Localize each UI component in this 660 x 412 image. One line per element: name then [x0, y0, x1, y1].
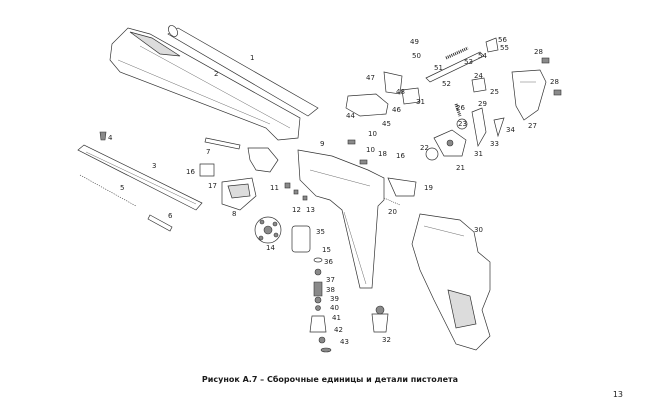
part-label: 23	[458, 120, 467, 128]
part-20-spring	[383, 197, 401, 206]
part-label: 9	[320, 140, 324, 148]
part-label: 33	[490, 140, 499, 148]
part-label: 29	[478, 100, 487, 108]
part-label: 47	[366, 74, 375, 82]
part-label: 44	[346, 112, 355, 120]
part-label: 10	[368, 130, 377, 138]
part-53-spring	[445, 46, 469, 60]
part-label: 4	[108, 134, 113, 142]
part-label: 6	[168, 212, 173, 220]
part-label: 25	[490, 88, 499, 96]
part-label: 16	[396, 152, 405, 160]
part-label: 20	[388, 208, 397, 216]
part-label: 46	[392, 106, 401, 114]
part-label: 10	[366, 146, 375, 154]
part-label: 2	[214, 70, 218, 78]
part-22	[425, 147, 439, 161]
part-grip	[411, 213, 491, 351]
part-7	[204, 137, 241, 150]
part-55-rod	[425, 51, 485, 83]
part-47	[383, 71, 403, 95]
part-label: 37	[326, 276, 335, 284]
part-label: 12	[292, 206, 301, 214]
part-label: 50	[412, 52, 421, 60]
part-label: 39	[330, 295, 339, 303]
part-label: 27	[528, 122, 537, 130]
part-label: 31	[416, 98, 425, 106]
part-label: 30	[474, 226, 483, 234]
part-screw-4	[99, 131, 107, 141]
part-label: 15	[322, 246, 331, 254]
part-label: 1	[250, 54, 254, 62]
part-label: 18	[378, 150, 387, 158]
part-label: 22	[420, 144, 429, 152]
part-label: 34	[506, 126, 515, 134]
part-stack-36-43	[309, 257, 332, 353]
part-recoil-spring	[79, 174, 137, 207]
part-24-25	[471, 77, 487, 93]
part-label: 7	[206, 148, 210, 156]
part-label: 54	[478, 52, 487, 60]
part-slide	[109, 27, 301, 141]
part-label: 36	[324, 258, 333, 266]
part-label: 51	[434, 64, 443, 72]
part-6	[147, 214, 173, 232]
figure-caption: Рисунок А.7 – Сборочные единицы и детали…	[201, 375, 459, 384]
part-19	[387, 177, 417, 197]
part-8	[221, 177, 257, 211]
part-label: 14	[266, 244, 275, 252]
part-label: 45	[382, 120, 391, 128]
part-label: 5	[120, 184, 124, 192]
part-label: 42	[334, 326, 343, 334]
part-trigger	[247, 147, 279, 173]
part-23	[456, 118, 468, 130]
part-label: 53	[464, 58, 473, 66]
page-number: 13	[612, 390, 623, 399]
part-29-31	[471, 107, 505, 148]
part-label: 31	[474, 150, 483, 158]
part-26-spring	[454, 103, 462, 117]
part-guide	[77, 144, 203, 211]
part-label: 26	[456, 104, 465, 112]
part-label: 16	[186, 168, 195, 176]
part-label: 35	[316, 228, 325, 236]
part-label: 41	[332, 314, 341, 322]
part-label: 13	[306, 206, 315, 214]
part-32	[371, 305, 389, 333]
part-block-46	[345, 93, 389, 117]
part-label: 55	[500, 44, 509, 52]
part-label: 24	[474, 72, 483, 80]
part-31-upper	[401, 87, 421, 105]
part-label: 52	[442, 80, 451, 88]
part-label: 21	[456, 164, 465, 172]
part-drum	[254, 216, 282, 244]
part-16	[199, 163, 215, 177]
part-label: 32	[382, 336, 391, 344]
part-label: 28	[550, 78, 559, 86]
part-label: 56	[498, 36, 507, 44]
part-label: 38	[326, 286, 335, 294]
part-56	[485, 37, 499, 53]
part-label: 17	[208, 182, 217, 190]
part-21	[433, 129, 467, 157]
part-label: 28	[534, 48, 543, 56]
part-35	[291, 225, 311, 253]
part-frame	[297, 149, 385, 289]
part-label: 49	[410, 38, 419, 46]
part-barrel	[167, 25, 319, 117]
part-label: 43	[340, 338, 349, 346]
part-small-pins	[284, 139, 368, 201]
part-label: 40	[330, 304, 339, 312]
part-label: 3	[152, 162, 156, 170]
part-label: 48	[396, 88, 405, 96]
part-28-screws	[541, 57, 562, 96]
part-label: 11	[270, 184, 279, 192]
part-label: 19	[424, 184, 433, 192]
part-label: 8	[232, 210, 236, 218]
part-27	[511, 69, 547, 121]
